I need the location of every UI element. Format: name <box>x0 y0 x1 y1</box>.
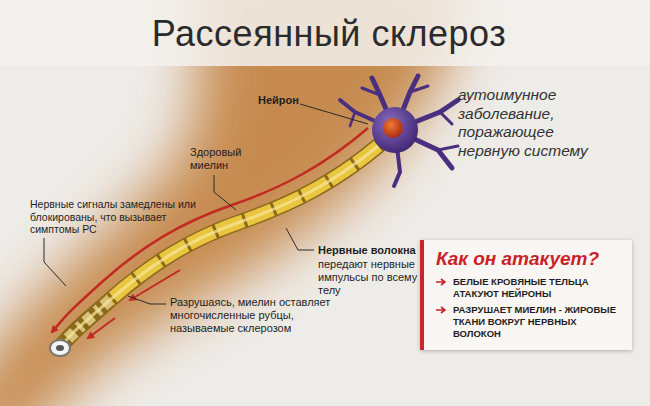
annotation-label: Нервные сигналы замедлены или блокирован… <box>30 198 212 236</box>
info-box: Как он атакует? БЕЛЫЕ КРОВЯНЫЕ ТЕЛЬЦА АТА… <box>420 240 632 350</box>
nucleus <box>383 118 403 138</box>
annotation-label: Нейрон <box>258 94 318 107</box>
annotation-label: передают нервные импульсы по всему телу <box>318 258 430 298</box>
annotation-label: аутоимунное заболевание, поражающее нерв… <box>458 86 600 160</box>
axon-end <box>50 340 70 356</box>
bullet-arrow <box>436 278 448 286</box>
bullet-row: БЕЛЫЕ КРОВЯНЫЕ ТЕЛЬЦА АТАКУЮТ НЕЙРОНЫ <box>436 276 622 300</box>
signal-arrow <box>130 270 180 300</box>
axon-end-core <box>56 345 64 351</box>
bullet-text: БЕЛЫЕ КРОВЯНЫЕ ТЕЛЬЦА АТАКУЮТ НЕЙРОНЫ <box>453 276 622 300</box>
bullet-row: РАЗРУШАЕТ МИЕЛИН - ЖИРОВЫЕ ТКАНИ ВОКРУГ … <box>436 304 622 340</box>
box-heading: Как он атакует? <box>436 248 622 270</box>
annotation-label: Здоровый миелин <box>190 146 252 172</box>
bullet-arrow <box>436 306 448 314</box>
bullet-text: РАЗРУШАЕТ МИЕЛИН - ЖИРОВЫЕ ТКАНИ ВОКРУГ … <box>453 304 622 340</box>
annotation-label: Разрушаясь, миелин оставляет многочислен… <box>170 296 338 336</box>
title: Рассеянный склероз <box>4 12 650 55</box>
signal-arrow <box>88 318 115 338</box>
cell-body <box>372 107 418 153</box>
